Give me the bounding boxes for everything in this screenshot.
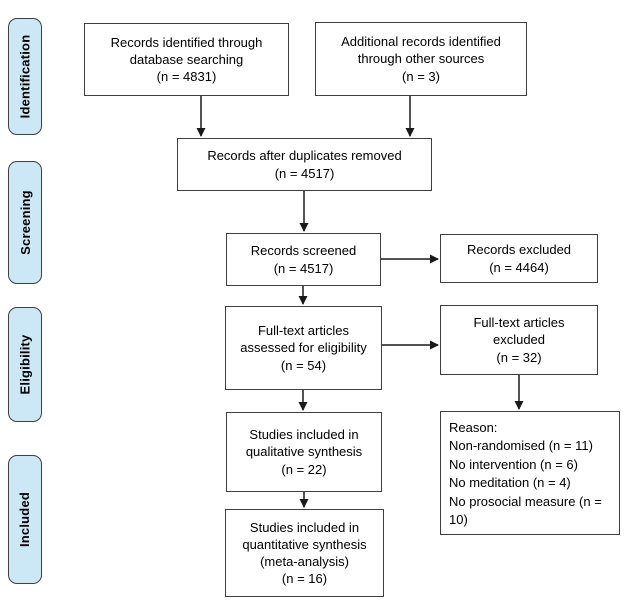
stage-label-text: Included	[17, 491, 33, 548]
stage-label-included: Included	[8, 455, 42, 584]
flow-box-exclusion-reasons: Reason: Non-randomised (n = 11) No inter…	[440, 411, 620, 535]
flow-box-records-screened: Records screened (n = 4517)	[226, 233, 381, 286]
stage-label-screening: Screening	[8, 161, 42, 284]
flow-box-records-excluded: Records excluded (n = 4464)	[440, 234, 598, 283]
flow-box-qualitative-synthesis: Studies included in qualitative synthesi…	[226, 412, 382, 492]
stage-label-text: Eligibility	[17, 334, 33, 395]
flow-box-records-after-duplicates-removed: Records after duplicates removed (n = 45…	[177, 138, 432, 191]
stage-label-text: Identification	[17, 34, 33, 119]
flow-box-fulltext-excluded: Full-text articles excluded (n = 32)	[440, 305, 598, 375]
flow-box-additional-records-other-sources: Additional records identified through ot…	[315, 22, 527, 96]
stage-label-eligibility: Eligibility	[8, 307, 42, 422]
flow-box-fulltext-assessed: Full-text articles assessed for eligibil…	[225, 306, 382, 390]
stage-label-identification: Identification	[8, 18, 42, 135]
stage-label-text: Screening	[17, 190, 33, 255]
flow-box-quantitative-synthesis: Studies included in quantitative synthes…	[225, 509, 384, 597]
flow-box-records-identified-database: Records identified through database sear…	[84, 23, 289, 96]
